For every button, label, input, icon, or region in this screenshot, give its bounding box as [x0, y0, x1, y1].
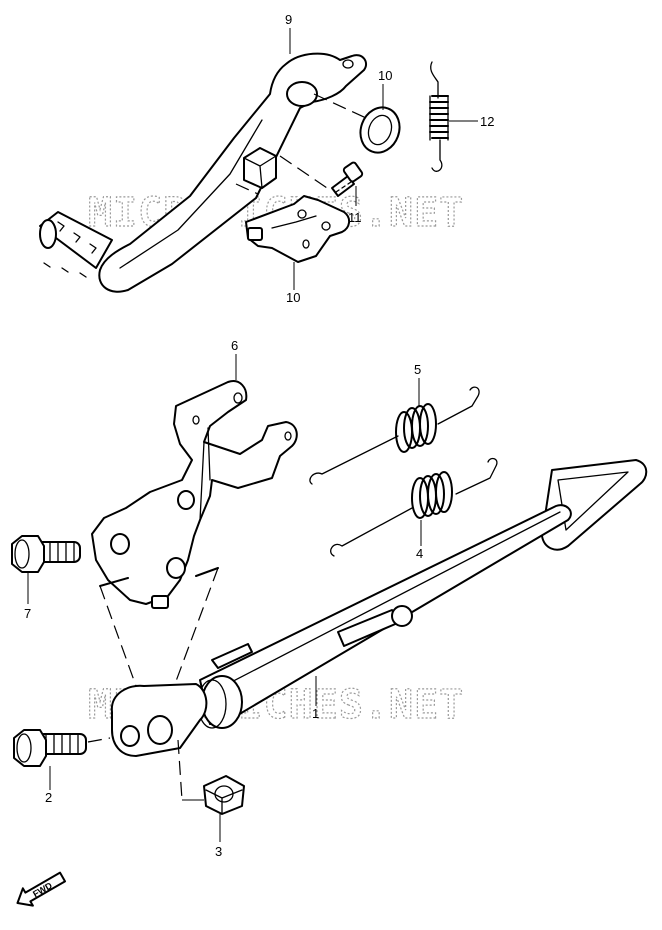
forward-arrow-icon: FWD: [16, 871, 67, 907]
callout-10: 10: [286, 290, 300, 305]
callout-11: 11: [348, 210, 362, 225]
bolt-part-7: [11, 535, 81, 573]
assembly-line: [87, 737, 111, 743]
callout-9: 10: [378, 68, 392, 83]
spring-part-5: [309, 386, 480, 485]
callout-2: 2: [45, 790, 52, 805]
callout-4: 4: [416, 546, 423, 561]
callouts: 9 10 12 11 10 6 5 4 7 1 2 3: [24, 12, 494, 859]
assembly-line: [279, 155, 331, 191]
bracket-edge: [99, 567, 219, 587]
spring-part-12: [429, 61, 449, 172]
brake-pedal-part: [39, 52, 368, 293]
callout-8: 9: [285, 12, 292, 27]
callout-7: 7: [24, 606, 31, 621]
assembly-line: [235, 183, 259, 195]
callout-3: 3: [215, 844, 222, 859]
callout-5: 5: [414, 362, 421, 377]
assembly-line: [313, 93, 367, 119]
stand-bracket-part-6: [91, 380, 298, 609]
assembly-line: [99, 567, 219, 693]
nut-part-3: [203, 775, 245, 815]
callout-12: 12: [480, 114, 494, 129]
bolt-part-2: [13, 729, 87, 767]
leader-lines: [27, 28, 478, 842]
callout-6: 6: [231, 338, 238, 353]
callout-1: 1: [312, 706, 319, 721]
washer-part: [359, 106, 401, 154]
spring-part-4: [330, 457, 498, 557]
bolt-part-11: [331, 161, 364, 197]
assembly-line: [177, 739, 183, 801]
bracket-part-10: [245, 195, 350, 263]
side-stand-part: [110, 459, 648, 757]
